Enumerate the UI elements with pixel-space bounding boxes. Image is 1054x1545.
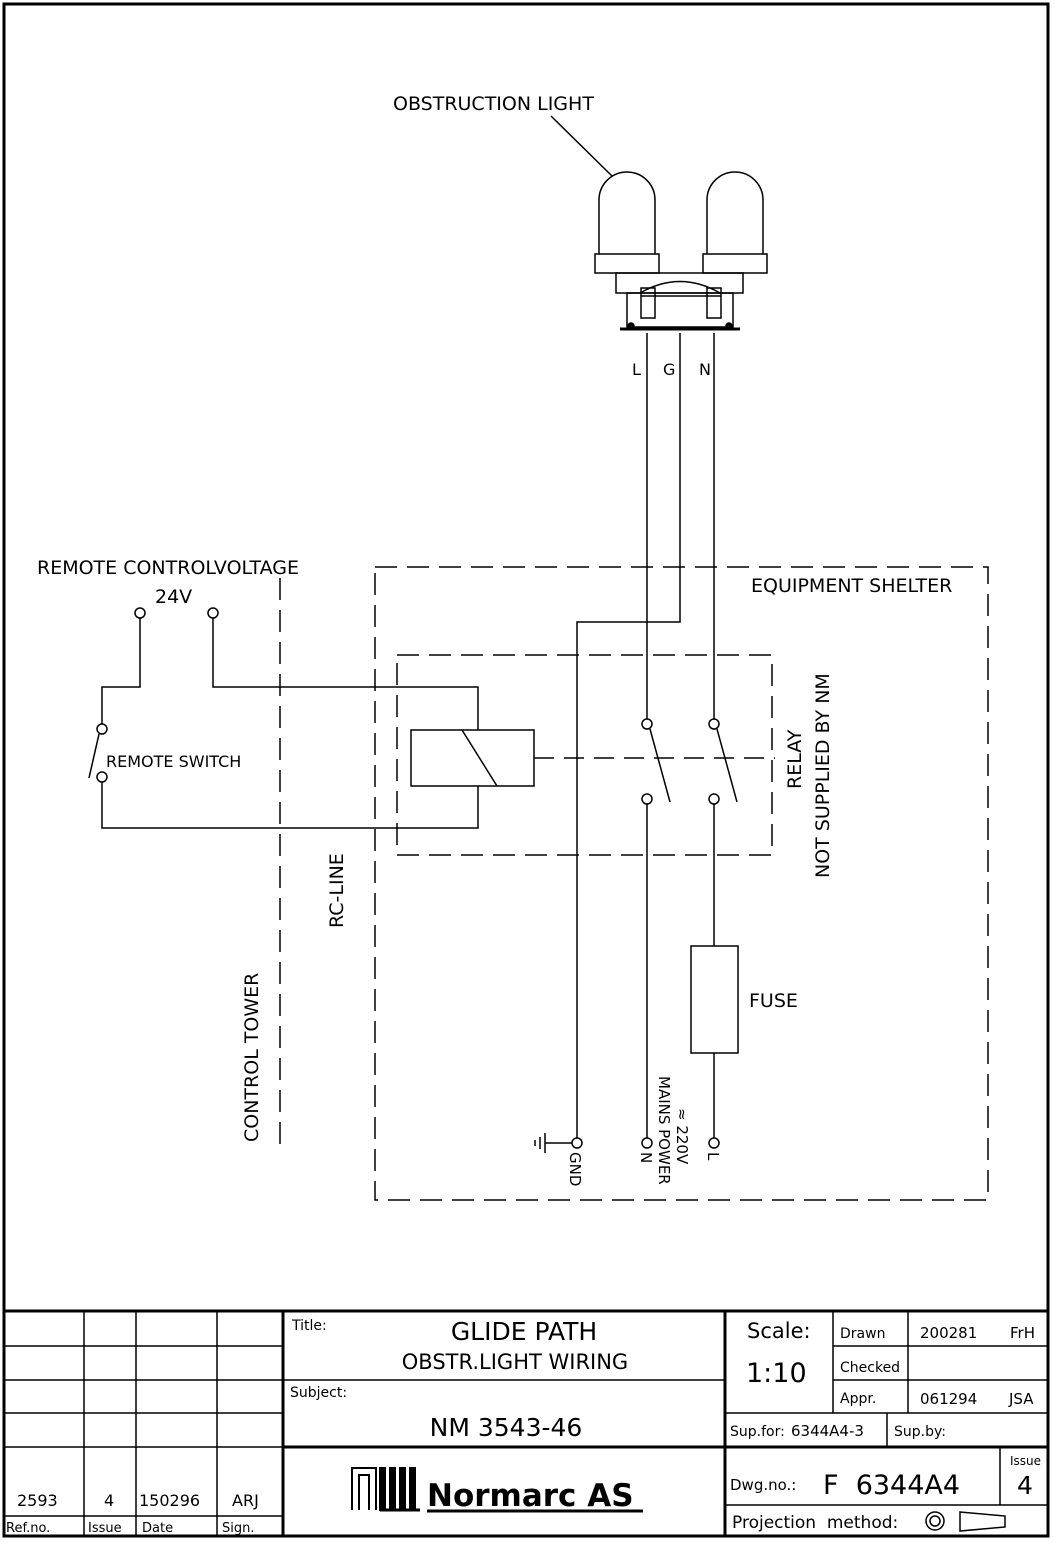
gnd-label: GND xyxy=(566,1152,584,1186)
lamp-clamp-right xyxy=(706,287,722,319)
revision-ref-no: 2593 xyxy=(17,1491,58,1510)
wire-g-gnd xyxy=(576,333,681,1140)
issue-value: 4 xyxy=(1017,1471,1033,1500)
obstruction-light-leader xyxy=(550,115,613,177)
revision-sign: ARJ xyxy=(232,1491,259,1510)
drawn-label: Drawn xyxy=(840,1326,885,1342)
relay-circuit xyxy=(410,718,775,1153)
mains-power-label: MAINS POWER xyxy=(655,1076,673,1185)
revision-issue: 4 xyxy=(104,1491,114,1510)
drawn-date: 200281 xyxy=(920,1324,977,1342)
equipment-shelter-boundary xyxy=(374,566,989,1201)
revision-date: 150296 xyxy=(139,1491,200,1510)
wire-switch-return xyxy=(101,782,479,829)
voltage-220v-label: ≈ 220V xyxy=(673,1108,691,1165)
lamp-terminal-g: G xyxy=(663,360,675,379)
remote-switch-blade xyxy=(88,733,100,779)
remote-switch-bottom-terminal xyxy=(96,771,108,783)
lamp-dome-left xyxy=(598,171,656,254)
lamp-screw-left xyxy=(627,322,635,330)
lamp-terminal-l: L xyxy=(632,360,641,379)
fuse-label: FUSE xyxy=(749,990,798,1012)
lamp-base-upper xyxy=(615,272,744,294)
drawing-number-label: Dwg.no.: xyxy=(730,1476,796,1494)
relay-contact-n-bottom xyxy=(708,793,720,805)
remote-circuit xyxy=(88,607,479,829)
column-ref-no: Ref.no. xyxy=(6,1521,50,1536)
drawn-sign: FrH xyxy=(1010,1324,1035,1342)
drawing-number: F 6344A4 xyxy=(823,1470,960,1501)
terminal-24v-left xyxy=(134,607,146,619)
sup-for-value: 6344A4-3 xyxy=(791,1422,864,1440)
remote-switch-top-terminal xyxy=(96,723,108,735)
remote-control-voltage-label: REMOTE CONTROLVOLTAGE xyxy=(37,557,299,579)
mains-l-label: L xyxy=(704,1152,722,1161)
normarc-logo-icon xyxy=(351,1467,420,1512)
scale-value: 1:10 xyxy=(746,1358,807,1389)
equipment-shelter-label: EQUIPMENT SHELTER xyxy=(751,575,952,597)
column-sign: Sign. xyxy=(222,1521,255,1536)
not-supplied-label: NOT SUPPLIED BY NM xyxy=(812,673,834,878)
relay-label: RELAY xyxy=(784,729,806,789)
terminal-24v-right xyxy=(207,607,219,619)
appr-label: Appr. xyxy=(840,1391,876,1407)
lamp-clamp-left xyxy=(640,287,656,319)
relay-coil-diagonal xyxy=(461,729,498,787)
lamp-screw-right xyxy=(725,322,733,330)
title-line-1: GLIDE PATH xyxy=(451,1317,597,1346)
column-issue: Issue xyxy=(88,1521,122,1536)
relay-coil xyxy=(410,729,535,787)
fuse xyxy=(690,945,739,1054)
remote-switch-label: REMOTE SWITCH xyxy=(106,752,241,771)
issue-label: Issue xyxy=(1010,1454,1041,1468)
obstruction-light-fixture xyxy=(594,171,768,331)
projection-method-label: Projection method: xyxy=(732,1513,898,1533)
title-block-grid xyxy=(4,1309,1048,1536)
lamp-base-arch xyxy=(639,280,721,294)
relay-boundary xyxy=(396,654,773,856)
relay-contact-l-blade xyxy=(649,728,671,803)
terminal-gnd xyxy=(571,1137,583,1149)
control-tower-label: CONTROL TOWER xyxy=(241,973,263,1142)
lamp-terminal-n: N xyxy=(699,360,711,379)
mains-n-label: N xyxy=(637,1152,655,1163)
scale-label: Scale: xyxy=(747,1319,811,1343)
wire-24v-right xyxy=(212,618,479,730)
subject-value: NM 3543-46 xyxy=(430,1413,583,1442)
lamp-dome-right xyxy=(706,171,764,254)
title-line-2: OBSTR.LIGHT WIRING xyxy=(402,1350,628,1374)
sup-for-label: Sup.for: xyxy=(730,1424,785,1440)
relay-contact-n-blade xyxy=(716,728,738,803)
projection-symbol-icon xyxy=(925,1511,1006,1532)
wire-24v-left xyxy=(101,618,141,724)
terminal-mains-n xyxy=(641,1137,653,1149)
rc-line-label: RC-LINE xyxy=(326,853,348,928)
lamp-base-lower xyxy=(626,292,734,328)
appr-sign: JSA xyxy=(1008,1390,1034,1408)
relay-contact-n-top xyxy=(708,718,720,730)
lamp-wires xyxy=(576,333,715,1140)
checked-label: Checked xyxy=(840,1360,900,1376)
title-label: Title: xyxy=(291,1318,327,1334)
company-name: Normarc AS xyxy=(427,1478,634,1514)
lamp-collar-right xyxy=(702,253,768,274)
relay-contact-l-bottom xyxy=(641,793,653,805)
relay-contact-l-top xyxy=(641,718,653,730)
voltage-24v-label: 24V xyxy=(155,586,192,608)
terminal-mains-l xyxy=(708,1137,720,1149)
obstruction-light-label: OBSTRUCTION LIGHT xyxy=(393,93,594,115)
column-date: Date xyxy=(142,1521,173,1536)
sup-by-label: Sup.by: xyxy=(894,1424,946,1440)
lamp-collar-left xyxy=(594,253,660,274)
appr-date: 061294 xyxy=(920,1390,977,1408)
subject-label: Subject: xyxy=(290,1385,347,1401)
